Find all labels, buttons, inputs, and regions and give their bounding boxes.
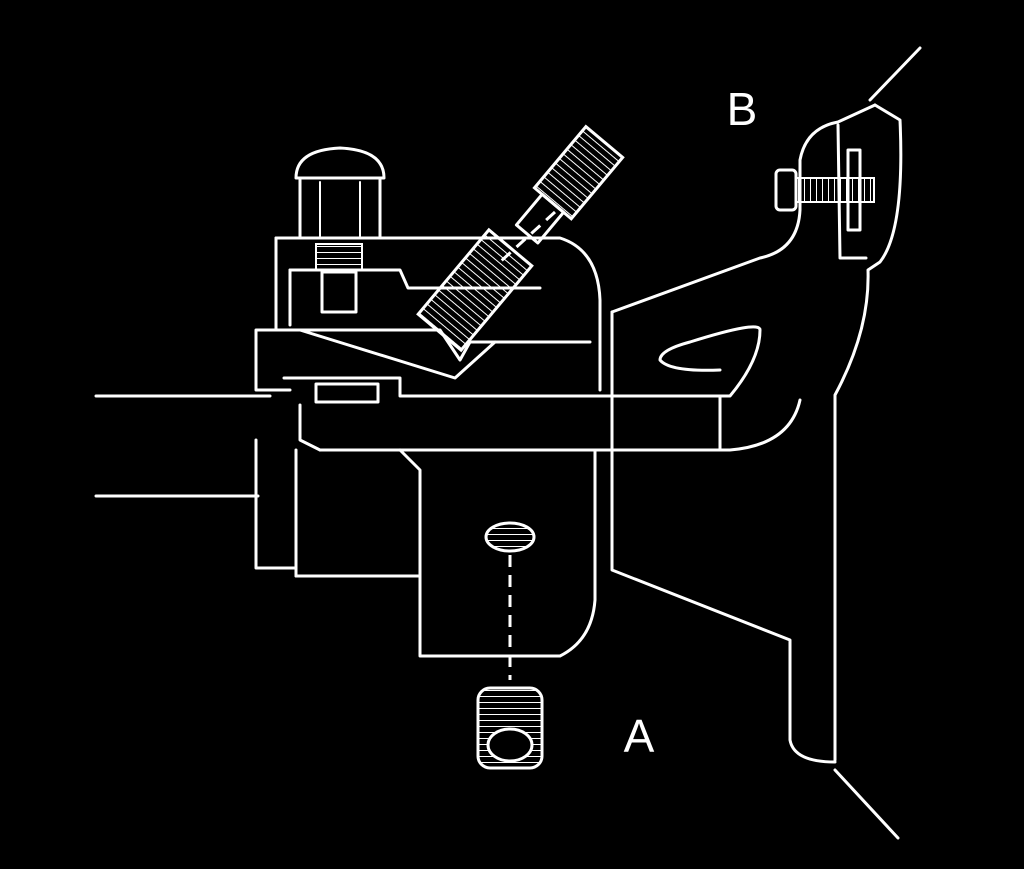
shaft-outline [94,394,272,498]
housing-outline [254,236,722,658]
angled-set-screw-icon [416,124,625,353]
vertical-set-screw-icon [476,521,544,770]
bracket-outline [610,46,922,840]
side-screw-icon [774,148,875,232]
callout-b: B [727,83,758,135]
threaded-stud-icon [315,243,363,314]
callout-a: A [624,710,655,762]
cap-nut-icon [294,146,386,240]
